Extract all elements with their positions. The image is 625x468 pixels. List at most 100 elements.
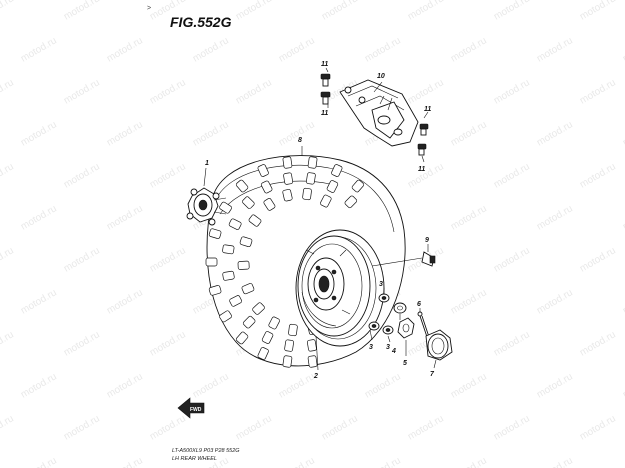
tread-block [235, 331, 249, 345]
callout-cap: 7 [430, 371, 435, 378]
watermark-text: motod.ru [62, 0, 102, 23]
watermark-text: motod.ru [492, 329, 532, 358]
watermark-text: motod.ru [492, 245, 532, 274]
watermark-text: motod.ru [0, 0, 16, 23]
watermark-text: motod.ru [0, 77, 16, 106]
callout-rim: 2 [313, 373, 318, 380]
watermark-text: motod.ru [578, 0, 618, 23]
watermark-text: motod.ru [0, 161, 16, 190]
watermark-text: motod.ru [0, 329, 16, 358]
tread-block [268, 316, 280, 330]
watermark-text: motod.ru [406, 0, 446, 23]
corner-mark: > [147, 5, 151, 12]
watermark-text: motod.ru [62, 329, 102, 358]
forward-direction-arrow: FWD [177, 397, 205, 419]
callout-tire: 8 [298, 137, 302, 144]
watermark-text: motod.ru [234, 413, 274, 442]
hub-cap[interactable] [425, 329, 453, 361]
watermark-text: motod.ru [277, 455, 317, 468]
watermark-text: motod.ru [234, 77, 274, 106]
watermark-text: motod.ru [277, 35, 317, 64]
callout-hub-nut: 5 [403, 360, 407, 367]
watermark-text: motod.ru [578, 329, 618, 358]
tread-block [283, 172, 294, 185]
watermark-text: motod.ru [535, 119, 575, 148]
tread-block [241, 283, 255, 295]
callout-nut-upper: 3 [379, 281, 383, 288]
tread-block [208, 285, 222, 296]
tread-block [282, 189, 293, 202]
watermark-text: motod.ru [492, 413, 532, 442]
watermark-text: motod.ru [277, 119, 317, 148]
bolt-upper-left[interactable] [320, 73, 331, 87]
tread-block [344, 195, 358, 209]
nut-upper[interactable] [378, 293, 390, 303]
watermark-text: motod.ru [449, 455, 489, 468]
tread-block [351, 179, 365, 193]
tread-block [222, 270, 235, 281]
rim[interactable] [297, 235, 371, 337]
bracket-assembly[interactable] [339, 79, 419, 147]
tread-block [282, 156, 293, 169]
watermark-text: motod.ru [492, 0, 532, 23]
tread-block [307, 355, 318, 368]
valve[interactable] [421, 251, 436, 267]
caption-model-code: LT-A500XL9 P03 P28 552G [172, 448, 240, 454]
watermark-text: motod.ru [105, 455, 145, 468]
bolt-lower-left[interactable] [320, 91, 331, 105]
tread-block [288, 323, 298, 337]
tread-block [306, 339, 317, 352]
watermark-text: motod.ru [62, 77, 102, 106]
watermark-text: motod.ru [449, 35, 489, 64]
watermark-text: motod.ru [148, 413, 188, 442]
tread-block [326, 180, 339, 193]
callout-bolt-lower-right: 11 [418, 166, 425, 173]
hub[interactable] [186, 187, 227, 226]
watermark-text: motod.ru [105, 119, 145, 148]
watermark-text: motod.ru [19, 203, 59, 232]
fwd-label: FWD [190, 407, 202, 413]
tread-block [248, 214, 262, 227]
callout-bolt-upper-right: 11 [424, 106, 431, 113]
watermark-text: motod.ru [234, 0, 274, 23]
watermark-text: motod.ru [535, 35, 575, 64]
hub-nut[interactable] [397, 317, 415, 339]
tread-block [282, 355, 293, 368]
watermark-text: motod.ru [62, 413, 102, 442]
watermark-text: motod.ru [578, 161, 618, 190]
watermark-text: motod.ru [535, 203, 575, 232]
watermark-text: motod.ru [406, 77, 446, 106]
tread-block [260, 180, 273, 194]
callout-bolt-upper-left: 11 [321, 61, 328, 68]
watermark-text: motod.ru [62, 161, 102, 190]
watermark-text: motod.ru [105, 203, 145, 232]
watermark-text: motod.ru [19, 119, 59, 148]
tread-block [228, 218, 242, 230]
tread-block [284, 339, 294, 352]
callout-hub: 1 [205, 160, 209, 167]
figure-title: FIG.552G [170, 14, 232, 30]
watermark-text: motod.ru [449, 203, 489, 232]
watermark-text: motod.ru [363, 35, 403, 64]
tire-tread [205, 156, 365, 368]
nut-lower[interactable] [382, 325, 394, 335]
tread-block [229, 295, 243, 307]
watermark-text: motod.ru [0, 245, 16, 274]
tread-block [242, 196, 255, 209]
tread-block [306, 172, 316, 185]
nut-middle[interactable] [368, 321, 380, 331]
bolt-lower-right[interactable] [417, 143, 427, 156]
callout-bolt-lower-left: 11 [321, 110, 328, 117]
watermark-text: motod.ru [105, 371, 145, 400]
watermark-text: motod.ru [320, 0, 360, 23]
watermark-text: motod.ru [19, 35, 59, 64]
watermark-text: motod.ru [105, 287, 145, 316]
tread-block [252, 302, 265, 315]
bolt-upper-right[interactable] [419, 123, 429, 136]
watermark-text: motod.ru [621, 119, 625, 148]
tread-block [208, 228, 222, 239]
watermark-text: motod.ru [621, 371, 625, 400]
watermark-text: motod.ru [449, 287, 489, 316]
washer-upper[interactable] [393, 302, 407, 314]
watermark-text: motod.ru [449, 371, 489, 400]
